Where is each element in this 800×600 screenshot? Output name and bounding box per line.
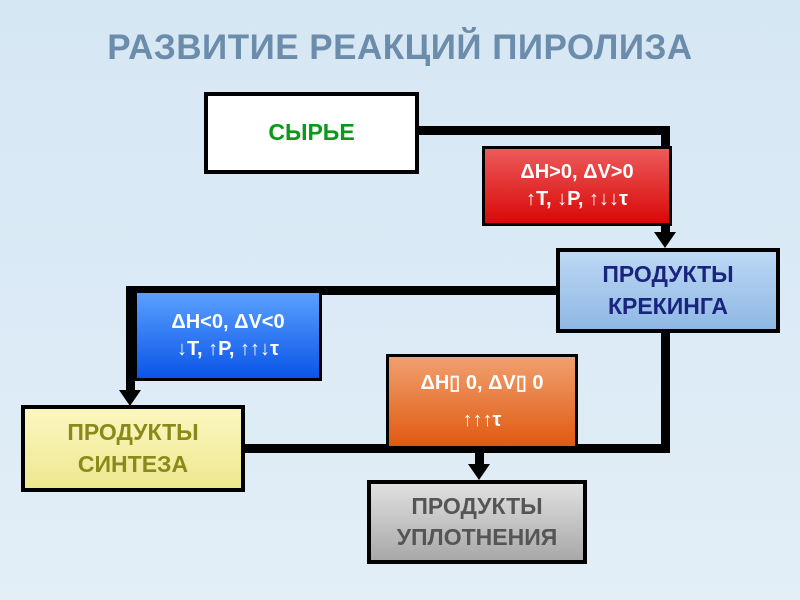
- node-label: КРЕКИНГА: [607, 292, 729, 319]
- condition-thermo: ΔH>0, ΔV>0: [520, 161, 634, 183]
- connector: [126, 286, 559, 295]
- condition-params: ↑↑↑τ: [462, 408, 502, 431]
- node-label: СИНТЕЗА: [77, 450, 189, 477]
- node-label: ПРОДУКТЫ: [411, 492, 543, 519]
- arrow-down-icon: [119, 390, 141, 406]
- node-condensation: ПРОДУКТЫ УПЛОТНЕНИЯ: [367, 480, 587, 564]
- node-label: СЫРЬЕ: [268, 119, 355, 146]
- node-cracking: ПРОДУКТЫ КРЕКИНГА: [556, 248, 780, 333]
- connector: [126, 286, 135, 392]
- arrow-down-icon: [654, 232, 676, 248]
- page-title: РАЗВИТИЕ РЕАКЦИЙ ПИРОЛИЗА: [107, 28, 693, 67]
- node-label: ПРОДУКТЫ: [602, 261, 734, 288]
- node-label: УПЛОТНЕНИЯ: [396, 524, 558, 550]
- connector: [241, 444, 670, 453]
- condition-params: ↓T, ↑P, ↑↑↓τ: [177, 337, 279, 360]
- connector: [661, 330, 670, 453]
- condition-cracking: ΔH>0, ΔV>0 ↑T, ↓P, ↑↓↓τ: [482, 146, 672, 226]
- condition-synthesis: ΔH<0, ΔV<0 ↓T, ↑P, ↑↑↓τ: [134, 293, 322, 381]
- arrow-down-icon: [468, 464, 490, 480]
- connector: [475, 444, 484, 466]
- condition-params: ↑T, ↓P, ↑↓↓τ: [526, 188, 628, 210]
- condition-thermo: ΔH▯ 0, ΔV▯ 0: [420, 371, 544, 394]
- node-label: ПРОДУКТЫ: [67, 419, 199, 446]
- node-synthesis: ПРОДУКТЫ СИНТЕЗА: [21, 405, 245, 492]
- node-raw: СЫРЬЕ: [204, 92, 419, 174]
- condition-thermo: ΔH<0, ΔV<0: [171, 310, 285, 333]
- condition-condensation: ΔH▯ 0, ΔV▯ 0 ↑↑↑τ: [386, 354, 578, 446]
- connector: [418, 126, 669, 135]
